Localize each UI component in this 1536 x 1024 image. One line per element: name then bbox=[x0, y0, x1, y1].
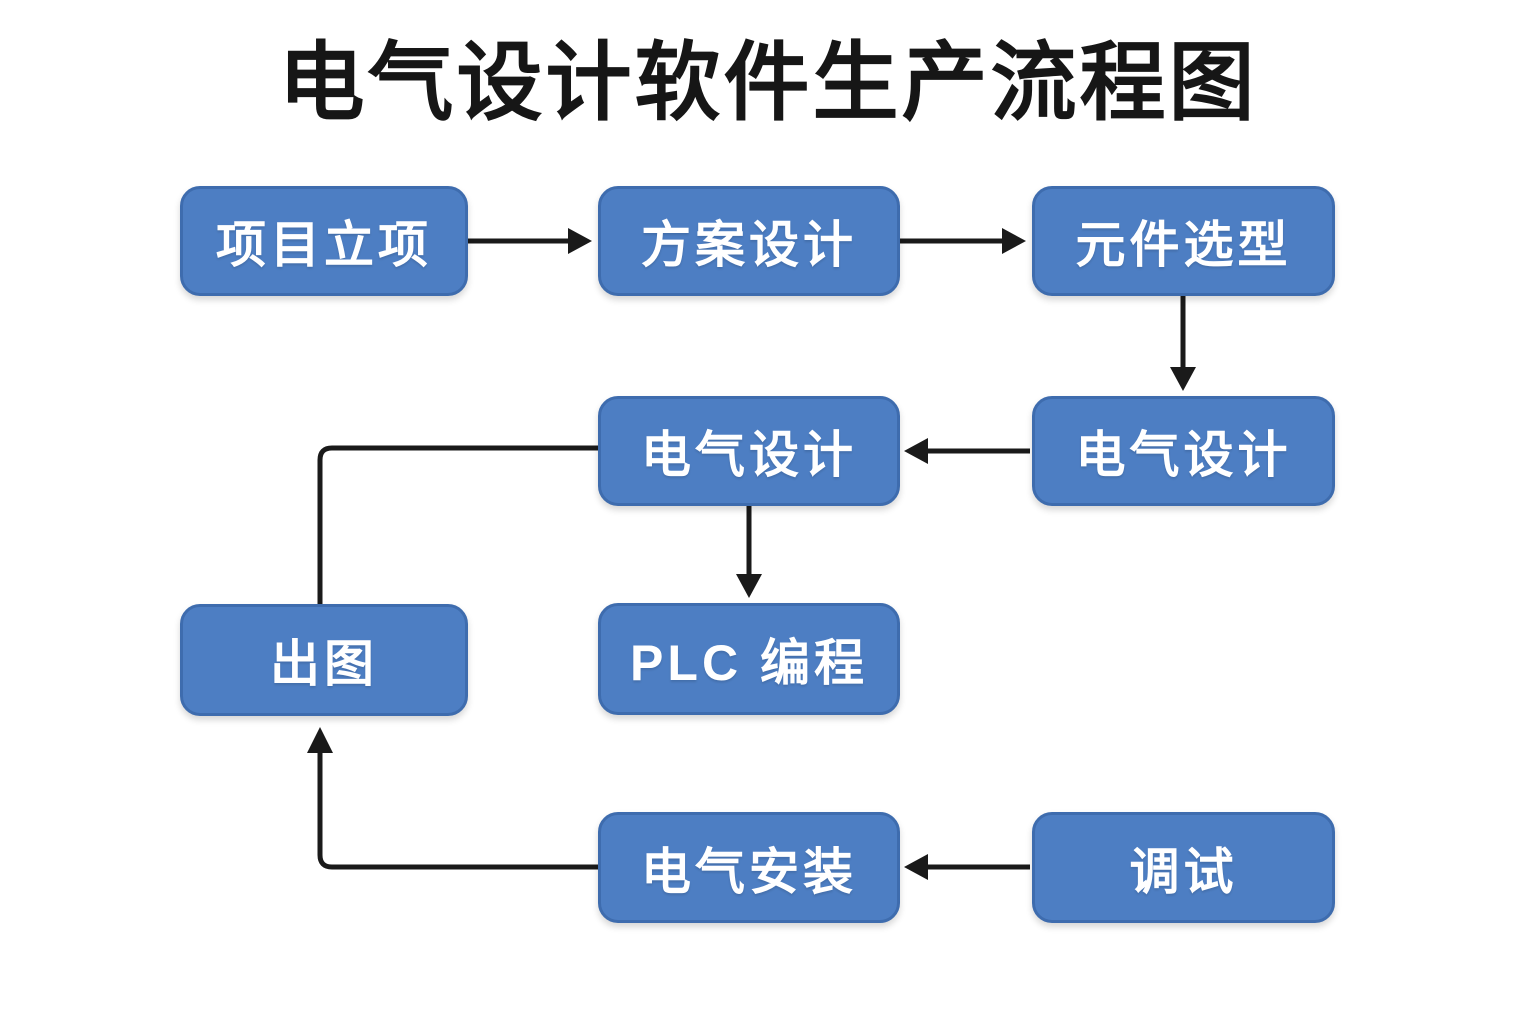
node-label: 方案设计 bbox=[641, 217, 857, 273]
node-label: 电气设计 bbox=[1075, 427, 1292, 483]
node-label: 电气安装 bbox=[641, 843, 857, 900]
node-electrical-design-right: 电气设计 bbox=[1032, 396, 1335, 506]
node-drawing-output: 出图 bbox=[180, 604, 468, 716]
arrow-scheme-to-component bbox=[900, 228, 1026, 254]
arrow-electrical-to-plc bbox=[736, 506, 762, 598]
arrow-debug-to-installation bbox=[904, 854, 1030, 880]
connector-electrical-to-drawing bbox=[317, 445, 600, 606]
node-plc-programming: PLC 编程 bbox=[598, 603, 900, 715]
node-label: 电气设计 bbox=[641, 427, 857, 483]
node-project-initiation: 项目立项 bbox=[180, 186, 468, 296]
node-debugging: 调试 bbox=[1032, 812, 1335, 923]
node-electrical-installation: 电气安装 bbox=[598, 812, 900, 923]
arrow-component-to-electrical bbox=[1170, 296, 1196, 391]
arrow-electrical-right-to-middle bbox=[904, 438, 1030, 464]
node-label: 出图 bbox=[270, 636, 378, 692]
node-label: 元件选型 bbox=[1075, 217, 1292, 273]
page-title: 电气设计软件生产流程图 bbox=[278, 35, 1258, 131]
node-label: PLC 编程 bbox=[630, 635, 868, 691]
node-label: 调试 bbox=[1129, 843, 1238, 900]
node-component-selection: 元件选型 bbox=[1032, 186, 1335, 296]
arrow-installation-to-drawing bbox=[307, 727, 600, 870]
node-label: 项目立项 bbox=[216, 217, 432, 273]
arrow-project-to-scheme bbox=[468, 228, 592, 254]
node-electrical-design-middle: 电气设计 bbox=[598, 396, 900, 506]
node-scheme-design: 方案设计 bbox=[598, 186, 900, 296]
